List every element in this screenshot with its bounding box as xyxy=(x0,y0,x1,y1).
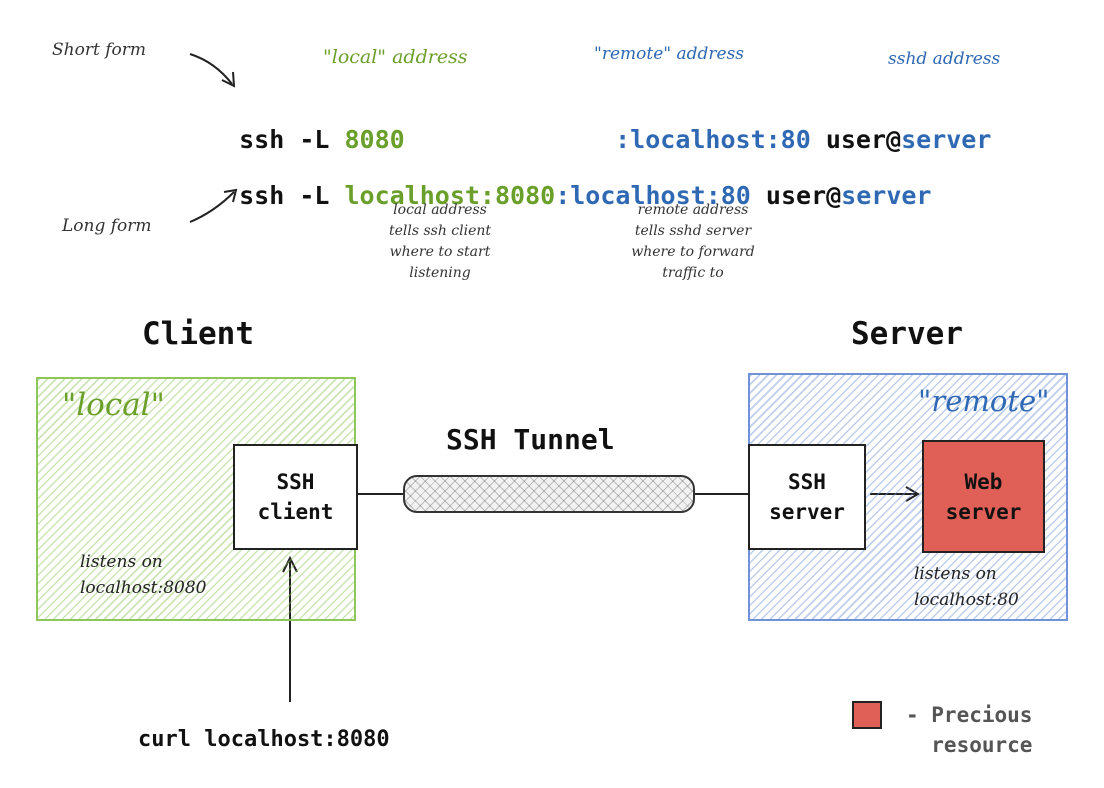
long-form-label: Long form xyxy=(62,216,152,236)
ssh-client-box: SSH client xyxy=(233,444,358,550)
command-short-user: user@ xyxy=(810,125,902,154)
command-long-local: localhost:8080 xyxy=(344,181,556,210)
command-short-prefix: ssh -L xyxy=(239,125,345,154)
command-short-local: 8080 xyxy=(344,125,405,154)
legend-line: resource xyxy=(931,733,1033,757)
local-note-line: where to start xyxy=(389,244,491,260)
command-long-remote: :localhost:80 xyxy=(555,181,751,210)
forward-arrowhead xyxy=(905,486,920,502)
server-listens-note: listens on localhost:80 xyxy=(914,561,1019,613)
command-long-form: ssh -L localhost:8080:localhost:80 user@… xyxy=(209,152,931,210)
command-short-remote: :localhost:80 xyxy=(615,125,811,154)
legend-line: - Precious xyxy=(906,703,1033,727)
remote-note-line: where to forward xyxy=(631,244,755,260)
precious-resource-swatch xyxy=(852,701,882,729)
local-note-line: tells ssh client xyxy=(388,223,492,239)
long-form-arrowhead xyxy=(223,188,238,203)
short-form-label: Short form xyxy=(52,40,146,60)
remote-address-heading: "remote" address xyxy=(594,44,745,64)
curl-command: curl localhost:8080 xyxy=(138,727,390,752)
local-address-heading: "local" address xyxy=(323,46,468,68)
ssh-tunnel-pipe xyxy=(403,475,695,513)
command-long-user: user@ xyxy=(750,181,842,210)
legend-text: - Precious resource xyxy=(906,700,1032,760)
local-address-note: local address tells ssh client where to … xyxy=(350,200,530,284)
short-form-arrow xyxy=(189,53,233,85)
long-form-arrow xyxy=(189,191,235,223)
command-short-form: ssh -L 8080 xyxy=(209,96,405,154)
local-note-line: listening xyxy=(409,265,471,281)
server-listens-line: listens on xyxy=(914,564,997,584)
client-listens-line: listens on xyxy=(80,552,163,572)
remote-note-line: traffic to xyxy=(662,265,724,281)
local-area-label: "local" xyxy=(62,387,165,423)
web-server-box: Web server xyxy=(922,440,1045,553)
tunnel-label: SSH Tunnel xyxy=(446,423,615,456)
command-long-prefix: ssh -L xyxy=(239,181,345,210)
short-form-arrowhead xyxy=(221,71,236,88)
remote-note-line: remote address xyxy=(637,202,749,218)
curl-arrowhead xyxy=(282,555,298,573)
command-short-remote-part: :localhost:80 user@server xyxy=(585,96,991,154)
remote-address-note: remote address tells sshd server where t… xyxy=(603,200,783,284)
sshd-address-heading: sshd address xyxy=(888,49,1001,69)
server-title: Server xyxy=(851,316,963,352)
command-short-server: server xyxy=(901,125,992,154)
remote-area-label: "remote" xyxy=(918,384,1050,418)
client-listens-line: localhost:8080 xyxy=(80,578,207,598)
remote-note-line: tells sshd server xyxy=(634,223,752,239)
server-listens-line: localhost:80 xyxy=(914,590,1019,610)
client-listens-note: listens on localhost:8080 xyxy=(80,549,207,601)
command-long-server: server xyxy=(841,181,932,210)
local-note-line: local address xyxy=(393,202,487,218)
ssh-server-box: SSH server xyxy=(748,444,866,550)
client-title: Client xyxy=(142,316,254,352)
